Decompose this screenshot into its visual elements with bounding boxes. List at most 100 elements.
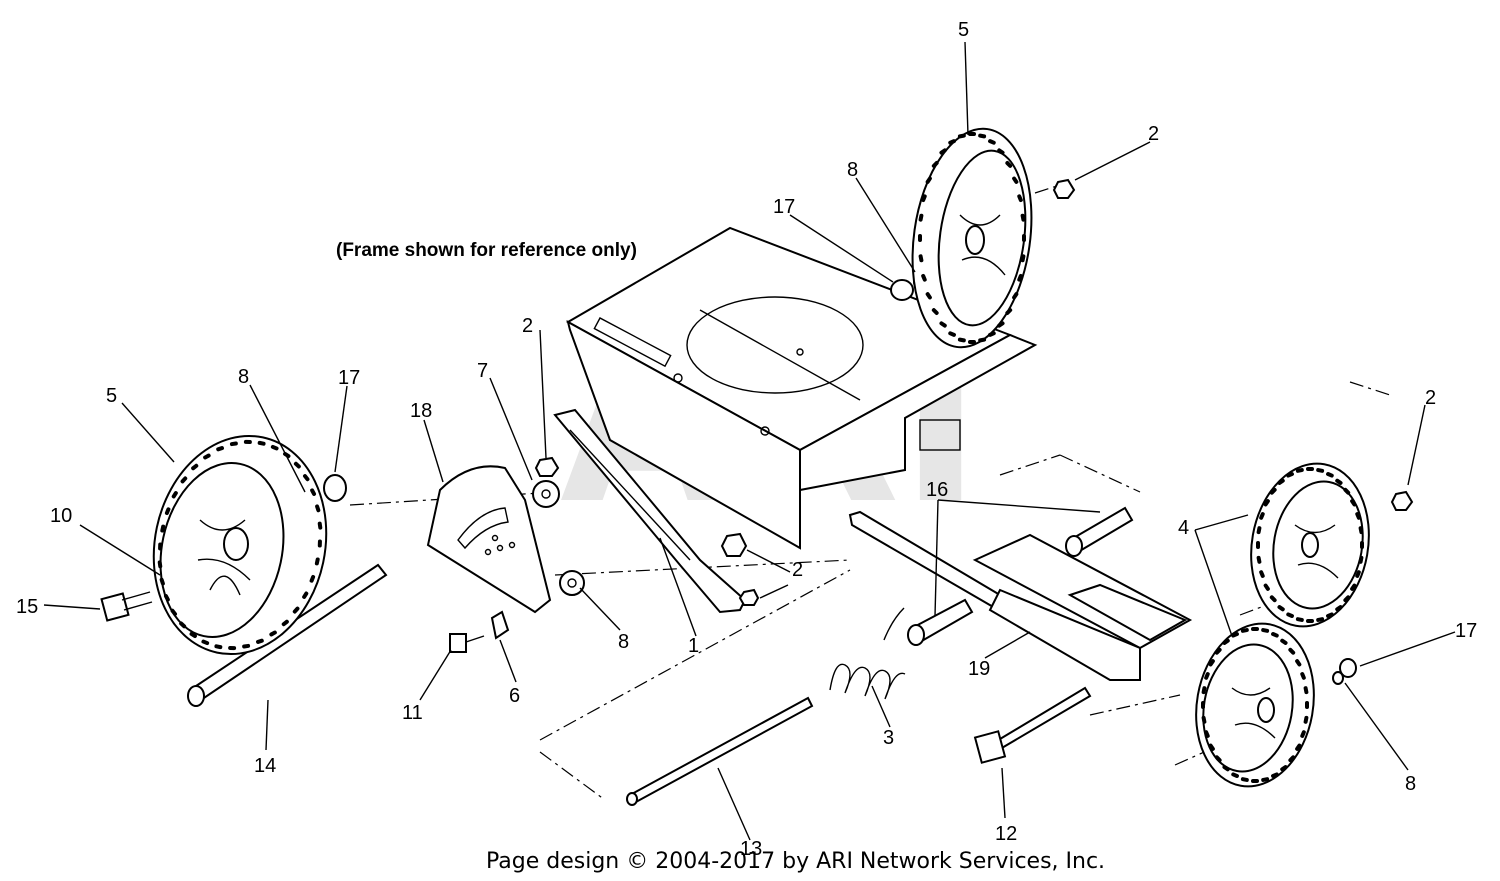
tread-lug — [931, 308, 939, 315]
tread-lug — [1022, 234, 1026, 242]
tread-lug — [1240, 777, 1249, 782]
tread-lug — [1306, 467, 1314, 471]
tread-lug — [1261, 777, 1270, 782]
tread-lug — [997, 321, 1005, 328]
tread-lug — [157, 560, 163, 569]
tread-lug — [1316, 468, 1325, 473]
tread-lug — [925, 292, 932, 300]
tread-lug — [921, 273, 927, 282]
tread-lug — [309, 574, 316, 583]
tread-lug — [1005, 161, 1013, 168]
frame — [565, 226, 1038, 550]
tread-lug — [164, 507, 171, 516]
callout-17: 17 — [773, 196, 795, 218]
tread-lug — [1286, 612, 1294, 618]
tread-lug — [203, 453, 211, 460]
callout-6: 6 — [509, 685, 520, 707]
tread-lug — [281, 619, 289, 627]
callout-14: 14 — [254, 755, 276, 777]
tread-lug — [256, 638, 264, 644]
callout-10: 10 — [50, 505, 72, 527]
tread-lug — [243, 439, 252, 445]
callout-9: 8 — [618, 631, 629, 653]
tread-lug — [1280, 638, 1288, 645]
tread-lug — [1335, 478, 1343, 485]
tread-lug — [1277, 605, 1285, 612]
tread-lug — [292, 606, 300, 614]
tread-lug — [1355, 512, 1361, 520]
tread-lug — [1303, 715, 1309, 724]
tread-lug — [939, 148, 947, 155]
callout-2: 2 — [522, 315, 533, 337]
tread-lug — [1350, 583, 1357, 591]
tread-lug — [1358, 555, 1364, 564]
tread-lug — [948, 139, 956, 145]
tread-lug — [1204, 730, 1210, 738]
tread-lug — [214, 644, 223, 650]
tread-lug — [939, 321, 947, 328]
tread-lug — [925, 176, 932, 184]
tread-lug — [1256, 541, 1260, 549]
callout-17: 17 — [1455, 620, 1477, 642]
tread-lug — [1286, 472, 1294, 478]
tread-lug — [1214, 755, 1222, 763]
tread-lug — [229, 441, 238, 447]
tread-lug — [978, 337, 987, 343]
tread-lug — [1358, 526, 1364, 535]
callouts: 5 2 8 17 2 4 17 8 12 13 3 19 16 1 2 8 2 … — [16, 19, 1477, 860]
tread-lug — [1012, 176, 1019, 184]
wheel-left — [152, 434, 328, 656]
tread-lug — [1005, 308, 1013, 315]
callout-2: 2 — [1148, 123, 1159, 145]
tread-lug — [1295, 468, 1304, 473]
tread-lug — [163, 594, 170, 602]
tread-lug — [1269, 595, 1277, 603]
callout-19: 19 — [968, 658, 990, 680]
tread-lug — [1343, 487, 1351, 495]
axle-spacers — [907, 506, 1134, 646]
tread-lug — [1256, 555, 1262, 564]
tread-lug — [191, 463, 199, 471]
tread-lug — [1020, 213, 1026, 222]
tread-lug — [1240, 628, 1249, 633]
callout-7: 7 — [477, 360, 488, 382]
tread-lug — [1360, 541, 1364, 549]
tread-lug — [968, 132, 976, 136]
tread-lug — [1017, 273, 1023, 282]
tread-lug — [1259, 570, 1265, 578]
tread-lug — [1355, 570, 1361, 578]
tread-lug — [317, 521, 323, 530]
tread-lug — [170, 608, 177, 616]
tread-lug — [1350, 499, 1357, 507]
tread-lug — [1208, 659, 1215, 667]
callout-17: 17 — [338, 367, 360, 389]
tread-lug — [957, 133, 966, 139]
height-adjust-lever — [553, 408, 747, 614]
tread-lug — [171, 491, 178, 499]
tread-lug — [988, 331, 996, 337]
tread-lug — [1222, 765, 1230, 772]
tread-lug — [1204, 672, 1210, 680]
tread-lug — [918, 213, 924, 222]
tread-lug — [303, 474, 310, 482]
tread-lug — [1251, 627, 1259, 631]
tread-lug — [918, 234, 922, 242]
tread-lug — [931, 161, 939, 168]
tread-lug — [1263, 499, 1270, 507]
copyright-footer: Page design © 2004-2017 by ARI Network S… — [486, 849, 1105, 874]
tread-lug — [1295, 659, 1302, 667]
tread-lug — [1256, 526, 1262, 535]
tread-lug — [1231, 772, 1239, 778]
front-axle — [626, 696, 814, 806]
tread-lug — [921, 194, 927, 203]
callout-4: 4 — [1178, 517, 1189, 539]
tread-lug — [159, 577, 165, 586]
tread-lug — [310, 488, 317, 496]
tread-lug — [1343, 595, 1351, 603]
callout-16: 16 — [926, 479, 948, 501]
tread-lug — [1335, 605, 1343, 612]
callout-5: 5 — [106, 385, 117, 407]
front-bracket — [848, 510, 1193, 681]
tread-lug — [918, 254, 924, 263]
tread-lug — [1231, 632, 1239, 638]
